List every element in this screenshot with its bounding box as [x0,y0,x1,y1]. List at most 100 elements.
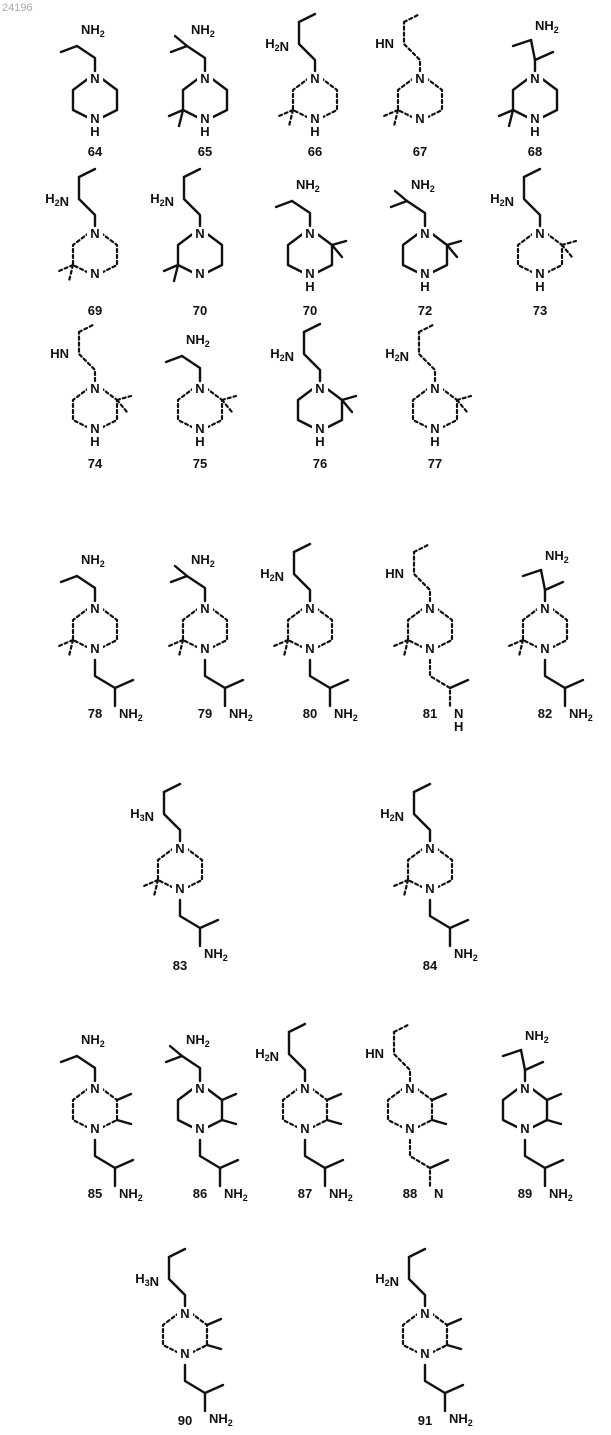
bond [547,1120,561,1124]
bond [545,660,565,706]
bond [304,332,320,381]
bond [207,1345,221,1349]
bond [521,1050,525,1081]
bond [414,552,430,601]
compound-76: NNHH2N76 [270,324,356,471]
structures-group: NNHNH264NNHNH265NNHH2N66NNHN67NNHNH268NN… [45,14,593,1428]
bond [394,110,398,126]
compound-64: NNHNH264 [61,22,117,159]
bond [292,201,310,226]
ring-nitrogen-bottom: NH [530,111,539,139]
amine-label: NH2 [191,552,215,569]
amine-label: HN [365,1046,384,1061]
bond [327,1094,341,1100]
bond [430,660,450,706]
compound-70: NNHNH270 [276,177,346,318]
bond [95,1140,115,1186]
compound-label: 72 [418,303,432,318]
compound-81: NNHNNH81 [385,544,468,734]
bond [304,324,320,332]
bond [410,1140,430,1186]
compound-73: NNHH2N73 [490,169,576,318]
ring-nitrogen-top: N [420,226,429,241]
amine-label: H2N [385,346,409,364]
compound-82: NNNH2NH282 [509,548,593,723]
bond [170,1046,182,1056]
bond [182,356,200,381]
amine-label: H3N [130,806,154,824]
amine2-label: NH2 [119,1186,143,1203]
bond [73,233,89,273]
bond [457,400,467,412]
bond [79,332,95,381]
bond [101,233,117,273]
bond [284,640,288,656]
ring-nitrogen-bottom: NH [310,111,319,139]
bond [184,169,200,177]
ring-nitrogen-top: N [520,1081,529,1096]
bond [61,46,77,52]
bond [205,660,225,706]
compound-70: NNH2N70 [150,169,222,318]
compound-label: 73 [533,303,547,318]
compound-79: NNNH2NH279 [169,552,253,723]
page-id: 24196 [2,2,33,14]
bond [513,78,529,118]
compound-label: 75 [193,456,207,471]
bond [432,1120,446,1124]
bond [79,324,95,332]
compound-label: 66 [308,144,322,159]
ring-nitrogen-top: N [180,1306,189,1321]
amine-label: HN [50,346,69,361]
bond [518,233,534,273]
bond [73,388,89,428]
bond [73,78,89,118]
compound-label: 91 [418,1413,432,1428]
amine-label: NH2 [191,22,215,39]
bond [447,1345,461,1349]
bond [408,848,424,888]
compound-89: NNNH2NH289 [503,1028,573,1203]
bond [178,233,194,273]
bond [211,608,227,648]
ring-nitrogen-bottom: N [90,1121,99,1136]
bond [299,14,315,22]
bond [305,1140,325,1186]
bond [69,265,73,281]
compound-label: 74 [88,456,103,471]
bond [432,1094,446,1100]
ring-nitrogen-top: N [200,71,209,86]
ring-nitrogen-top: N [195,381,204,396]
bond [565,680,583,688]
compound-label: 90 [178,1413,192,1428]
amine-label: HN [385,566,404,581]
bond [178,1088,194,1128]
ring-nitrogen-top: N [405,1081,414,1096]
compound-86: NNNH2NH286 [166,1032,248,1203]
bond [404,22,420,71]
compound-78: NNNH2NH278 [59,552,143,723]
bond [289,110,293,126]
bond [503,1050,521,1056]
ring-nitrogen-top: N [430,381,439,396]
compound-label: 80 [303,706,317,721]
bond [115,1160,133,1168]
bond [327,1120,341,1124]
bond [425,1365,445,1411]
bond [164,792,180,841]
amine2-label: NH [454,706,463,734]
compound-69: NNH2N69 [45,169,117,318]
bond [166,1056,182,1062]
bond [414,792,430,841]
bond [222,1120,236,1124]
bond [430,900,450,946]
amine-label: H2N [255,1046,279,1064]
compound-label: 70 [193,303,207,318]
bond [101,78,117,118]
bond [524,169,540,177]
amine2-label: NH2 [229,706,253,723]
ring-nitrogen-bottom: NH [90,421,99,449]
bond [409,1257,425,1306]
bond [316,233,332,273]
ring-nitrogen-bottom: NH [195,421,204,449]
